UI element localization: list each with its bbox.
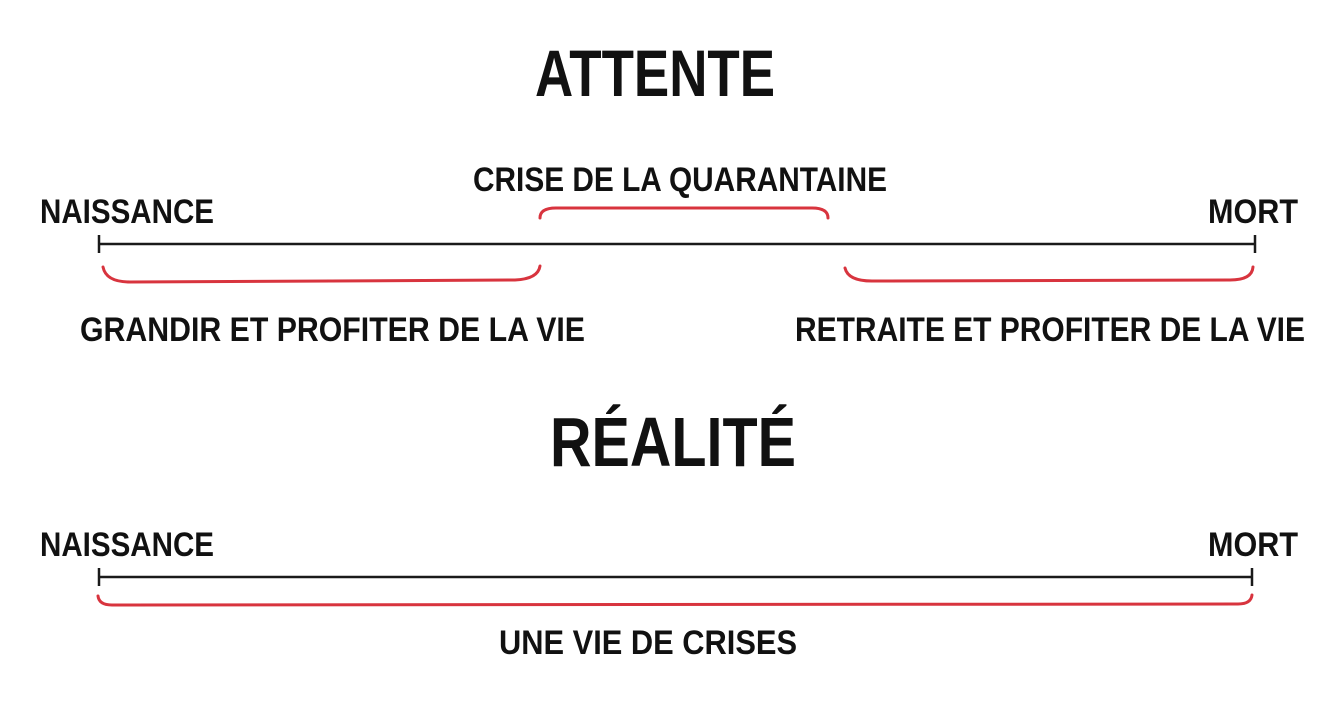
expectation-title: ATTENTE (535, 36, 775, 110)
whole-life-brace (96, 593, 1254, 607)
reality-title: RÉALITÉ (550, 403, 796, 481)
life-of-crises-label: UNE VIE DE CRISES (499, 624, 797, 662)
reality-section: RÉALITÉ NAISSANCE MORT UNE VIE DE CRISES (40, 403, 1298, 662)
expectation-section: ATTENTE CRISE DE LA QUARANTAINE NAISSANC… (40, 36, 1305, 349)
early-life-brace (101, 264, 542, 284)
death-label: MORT (1208, 526, 1298, 564)
late-life-label: RETRAITE ET PROFITER DE LA VIE (795, 311, 1305, 349)
late-life-brace (843, 265, 1255, 283)
midlife-crisis-brace (538, 206, 830, 220)
midlife-crisis-label: CRISE DE LA QUARANTAINE (473, 161, 887, 199)
timeline-axis (97, 568, 1254, 586)
birth-label: NAISSANCE (40, 526, 214, 564)
timeline-axis (97, 235, 1257, 253)
early-life-label: GRANDIR ET PROFITER DE LA VIE (80, 311, 585, 349)
death-label: MORT (1208, 193, 1298, 231)
birth-label: NAISSANCE (40, 193, 214, 231)
